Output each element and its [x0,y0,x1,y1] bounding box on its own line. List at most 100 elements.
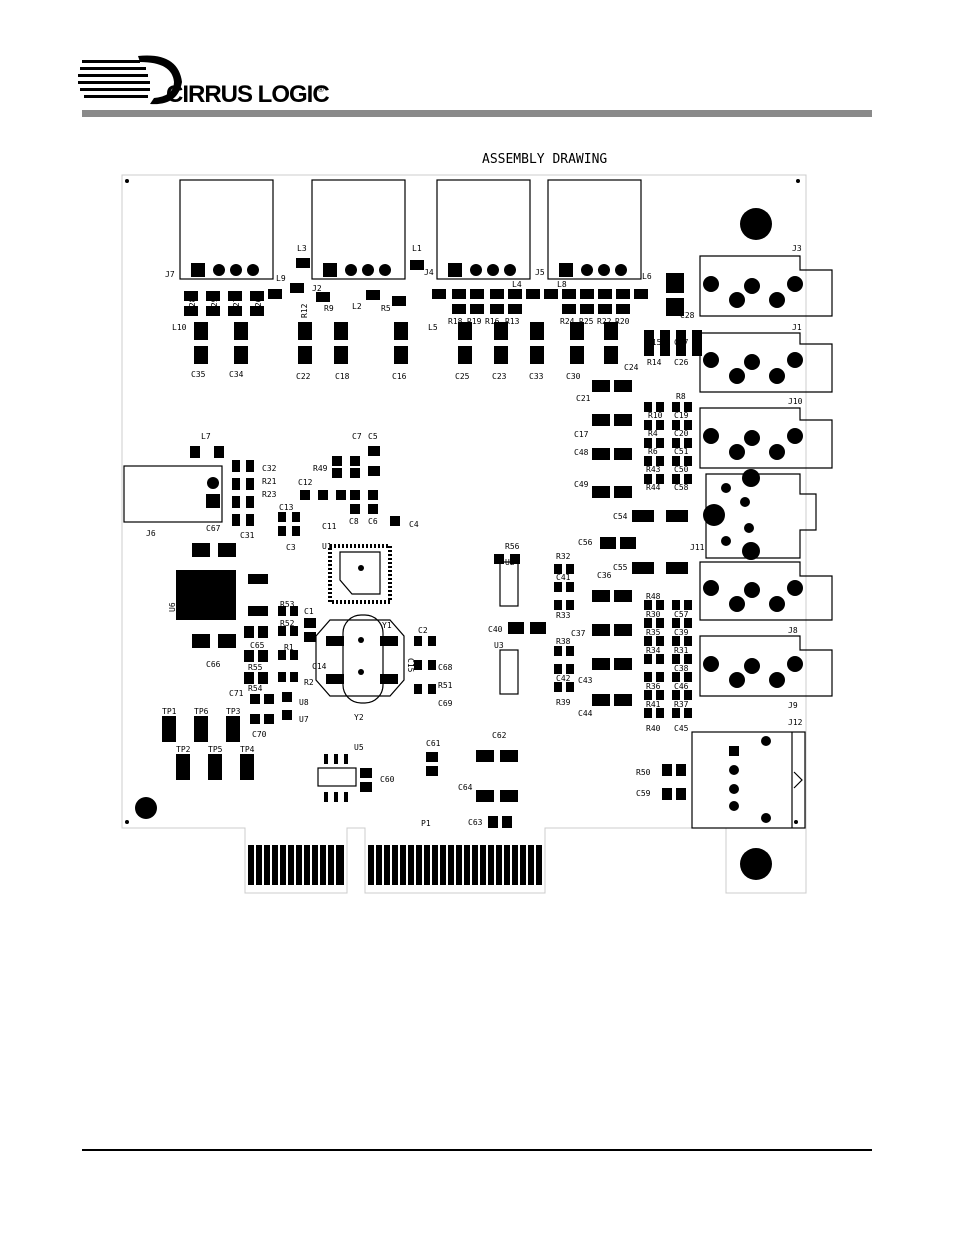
drawing-title: ASSEMBLY DRAWING [482,152,608,167]
label-R15: R15 [647,338,662,347]
label-C31: C31 [240,531,255,540]
label-J12: J12 [788,718,803,727]
label-C40: C40 [488,625,503,634]
label-C36: C36 [597,571,612,580]
label-C62: C62 [492,731,507,740]
label-R9: R9 [324,304,334,313]
label-U8: U8 [299,698,309,707]
label-C41: C41 [556,573,571,582]
label-R5: R5 [381,304,391,313]
right-jack-pins [703,276,803,823]
footer-rule [82,1149,872,1151]
label-C22: C22 [296,372,311,381]
label-C46: C46 [674,682,689,691]
label-L3: L3 [297,244,307,253]
smd-pads [184,258,702,356]
label-U1: U1 [322,542,332,551]
label-TP1: TP1 [162,707,177,716]
label-R20: R20 [615,317,630,326]
label-C19: C19 [674,411,689,420]
label-R18: R18 [448,317,463,326]
label-R6: R6 [648,447,658,456]
label-C66: C66 [206,660,221,669]
resistor-grid [644,402,692,718]
label-C28: C28 [680,311,695,320]
label-Y1: Y1 [382,621,392,630]
label-R4: R4 [648,429,658,438]
label-R8: R8 [676,392,686,401]
label-R27: R27 [232,297,241,312]
board-outline [121,174,807,894]
label-C35: C35 [191,370,206,379]
label-J1: J1 [792,323,802,332]
label-R55: R55 [248,663,263,672]
label-Y2: Y2 [354,713,364,722]
label-C25: C25 [455,372,470,381]
label-R38: R38 [556,637,571,646]
label-C3: C3 [286,543,296,552]
label-R22: R22 [597,317,612,326]
label-C7: C7 [352,432,362,441]
label-TP3: TP3 [226,707,241,716]
label-C1: C1 [304,607,314,616]
label-C2: C2 [418,626,428,635]
label-C61: C61 [426,739,441,748]
label-L8: L8 [557,280,567,289]
label-R53: R53 [280,600,295,609]
connector-finger-gaps [254,845,536,885]
label-R54: R54 [248,684,263,693]
label-R10: R10 [648,411,663,420]
label-C48: C48 [574,448,589,457]
label-C18: C18 [335,372,350,381]
label-R35: R35 [646,628,661,637]
label-R28: R28 [188,297,197,312]
label-L2: L2 [352,302,362,311]
label-R44: R44 [646,483,661,492]
label-J11: J11 [690,543,705,552]
label-C38: C38 [674,664,689,673]
label-C37: C37 [571,629,586,638]
label-R2: R2 [304,678,314,687]
right-caps [592,380,688,706]
label-C57: C57 [674,610,689,619]
label-C13: C13 [279,503,294,512]
label-R48: R48 [646,592,661,601]
label-U6: U6 [168,602,177,612]
label-J6: J6 [146,529,156,538]
label-C71: C71 [229,689,244,698]
label-P1: P1 [421,819,431,828]
label-L1: L1 [412,244,422,253]
label-C14: C14 [312,662,327,671]
label-R24: R24 [560,317,575,326]
label-R21: R21 [262,477,277,486]
label-C39: C39 [674,628,689,637]
label-U7: U7 [299,715,309,724]
label-C67: C67 [206,524,221,533]
label-L4: L4 [512,280,522,289]
label-C59: C59 [636,789,651,798]
label-U2: U2 [505,558,515,567]
label-R29: R29 [210,297,219,312]
label-R52: R52 [280,619,295,628]
label-J7: J7 [165,270,175,279]
label-C68: C68 [438,663,453,672]
label-C63: C63 [468,818,483,827]
label-J9: J9 [788,701,798,710]
label-U3: U3 [494,641,504,650]
middle-pads [190,446,686,828]
label-R32: R32 [556,552,571,561]
logo-stripes [78,60,150,98]
label-C11: C11 [322,522,337,531]
label-C20: C20 [674,429,689,438]
label-C15: C15 [406,658,415,673]
label-C34: C34 [229,370,244,379]
label-R39: R39 [556,698,571,707]
label-R31: R31 [674,646,689,655]
label-L7: L7 [201,432,211,441]
label-R12: R12 [300,303,309,318]
label-C8: C8 [349,517,359,526]
label-R51: R51 [438,681,453,690]
label-TP5: TP5 [208,745,223,754]
label-L5: L5 [428,323,438,332]
label-R34: R34 [646,646,661,655]
